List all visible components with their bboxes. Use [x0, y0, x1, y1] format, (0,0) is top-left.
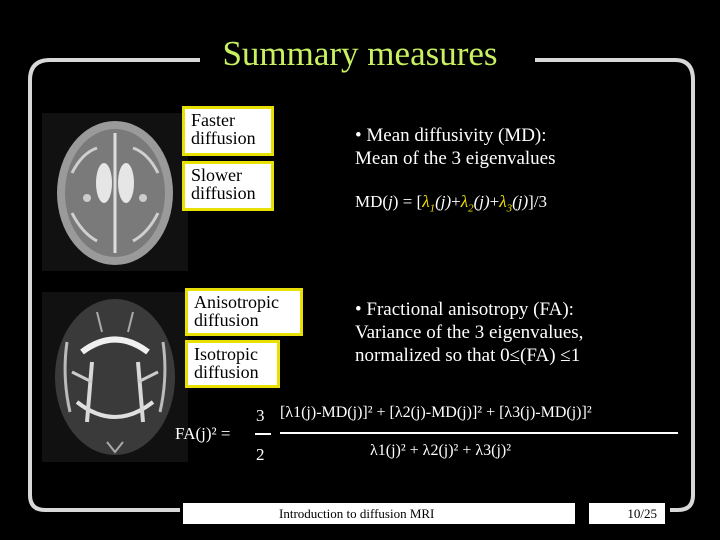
md-formula-j1: (j) — [435, 192, 452, 211]
sub-2: 2 — [468, 202, 474, 215]
faster-diffusion-label: Faster diffusion — [182, 106, 274, 156]
isotropic-label-text: Isotropic diffusion — [194, 344, 259, 382]
md-formula-lhs: MD( — [355, 192, 389, 211]
lambda-1: λ — [422, 192, 430, 211]
fa-brain-image — [42, 292, 188, 462]
sub-1: 1 — [429, 202, 436, 215]
slide-title: Summary measures — [222, 34, 498, 73]
md-formula: MD(j) = [λ1(j)+λ2(j)+λ3(j)]/3 — [355, 192, 547, 214]
fa-numerator-coef: 3 — [256, 406, 265, 425]
slower-diffusion-label: Slower diffusion — [182, 161, 274, 211]
md-formula-j3: (j) — [512, 192, 529, 211]
faster-label-text: Faster diffusion — [191, 110, 256, 148]
anisotropic-diffusion-label: Anisotropic diffusion — [185, 288, 303, 336]
fa-formula-lhs: FA(j)² = — [175, 424, 231, 443]
slower-label-text: Slower diffusion — [191, 165, 256, 203]
lambda-3: λ — [499, 192, 507, 211]
md-bullet: • Mean diffusivity (MD): — [355, 125, 547, 146]
fa-denominator: λ1(j)² + λ2(j)² + λ3(j)² — [370, 442, 512, 459]
fa-description-1: Variance of the 3 eigenvalues, — [355, 322, 584, 343]
fa-denominator-coef: 2 — [256, 445, 265, 464]
plus-1: + — [451, 192, 461, 211]
lambda-2: λ — [460, 192, 469, 211]
md-formula-j2: (j) — [473, 192, 490, 211]
fa-coef-fraction-bar — [255, 433, 271, 435]
sub-3: 3 — [506, 202, 513, 215]
fa-main-fraction-bar — [280, 432, 678, 434]
fa-numerator: [λ1(j)-MD(j)]² + [λ2(j)-MD(j)]² + [λ3(j)… — [280, 404, 592, 421]
footer-title: Introduction to diffusion MRI — [183, 503, 575, 524]
fa-description-2: normalized so that 0≤(FA) ≤1 — [355, 345, 581, 366]
md-formula-j: j — [388, 192, 393, 211]
isotropic-diffusion-label: Isotropic diffusion — [185, 340, 280, 388]
md-brain-image — [42, 113, 188, 271]
md-formula-eq: ) = [ — [392, 192, 423, 211]
page-number: 10/25 — [589, 503, 665, 524]
fa-bullet: • Fractional anisotropy (FA): — [355, 299, 574, 320]
plus-2: + — [489, 192, 500, 211]
md-description: Mean of the 3 eigenvalues — [355, 148, 556, 169]
anisotropic-label-text: Anisotropic diffusion — [194, 292, 279, 330]
md-formula-end: ]/3 — [528, 192, 548, 211]
